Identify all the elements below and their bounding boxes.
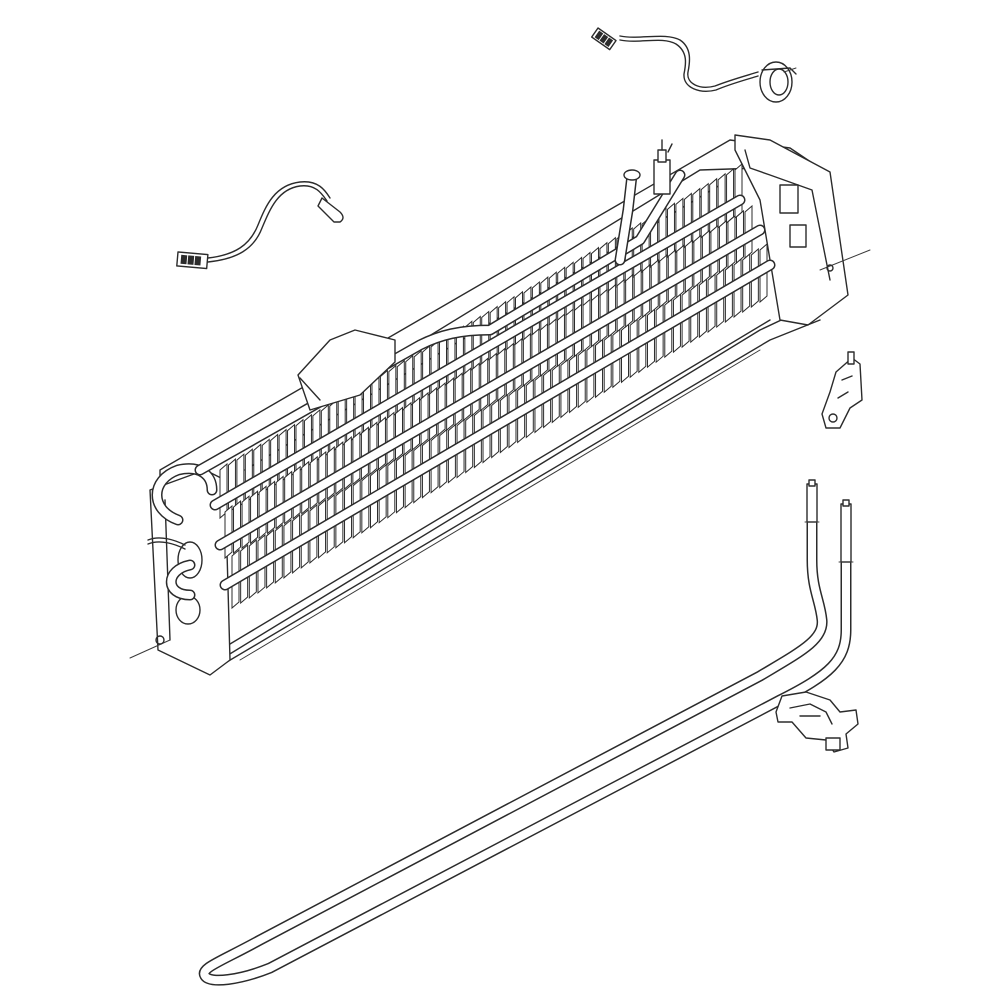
fin-plate [692,187,701,244]
fin-plate [388,364,397,421]
fin-plate [227,457,236,515]
fin-plate [413,349,422,406]
fin-plate [270,433,279,490]
fin-plate [481,310,490,367]
fin-plate [683,192,692,249]
sensor-wire-icon [176,181,344,270]
fin-plate [278,428,287,485]
fin-plate [726,167,735,225]
fin-plate [233,499,242,555]
fin-plate [439,335,448,392]
fin-row-front [231,242,768,610]
fin-plate [253,443,262,500]
fin-plate [717,172,726,229]
bracket-icon [821,351,863,429]
fin-plate [258,485,267,540]
clip-icon [775,691,859,753]
fin-plate [666,202,675,259]
fin-plate [734,162,743,220]
fin-plate [396,359,405,416]
fin-plate [250,490,259,545]
fin-plate [337,394,346,451]
fin-plate [379,369,388,426]
fin-plate [709,177,718,234]
fin-plate [303,413,312,470]
fuse-wire-icon [590,27,797,103]
fin-plate [329,398,338,456]
fin-plate [241,495,250,550]
fin-plate [405,354,414,411]
heater-element-icon [198,479,854,986]
fin-plate [236,453,245,510]
fin-plate [607,236,616,293]
fin-plate [295,418,304,475]
fin-plate [312,408,321,465]
fin-plate [472,315,481,372]
fin-plate [219,462,228,520]
fin-plate [224,504,233,560]
fin-plate [422,344,431,402]
fin-plate [244,448,253,505]
fin-plate [675,197,684,254]
fin-plate [287,423,296,480]
fin-plate [700,182,709,239]
fin-plate [320,403,329,461]
evaporator-coil-icon [129,134,871,676]
fin-plate [261,438,270,495]
